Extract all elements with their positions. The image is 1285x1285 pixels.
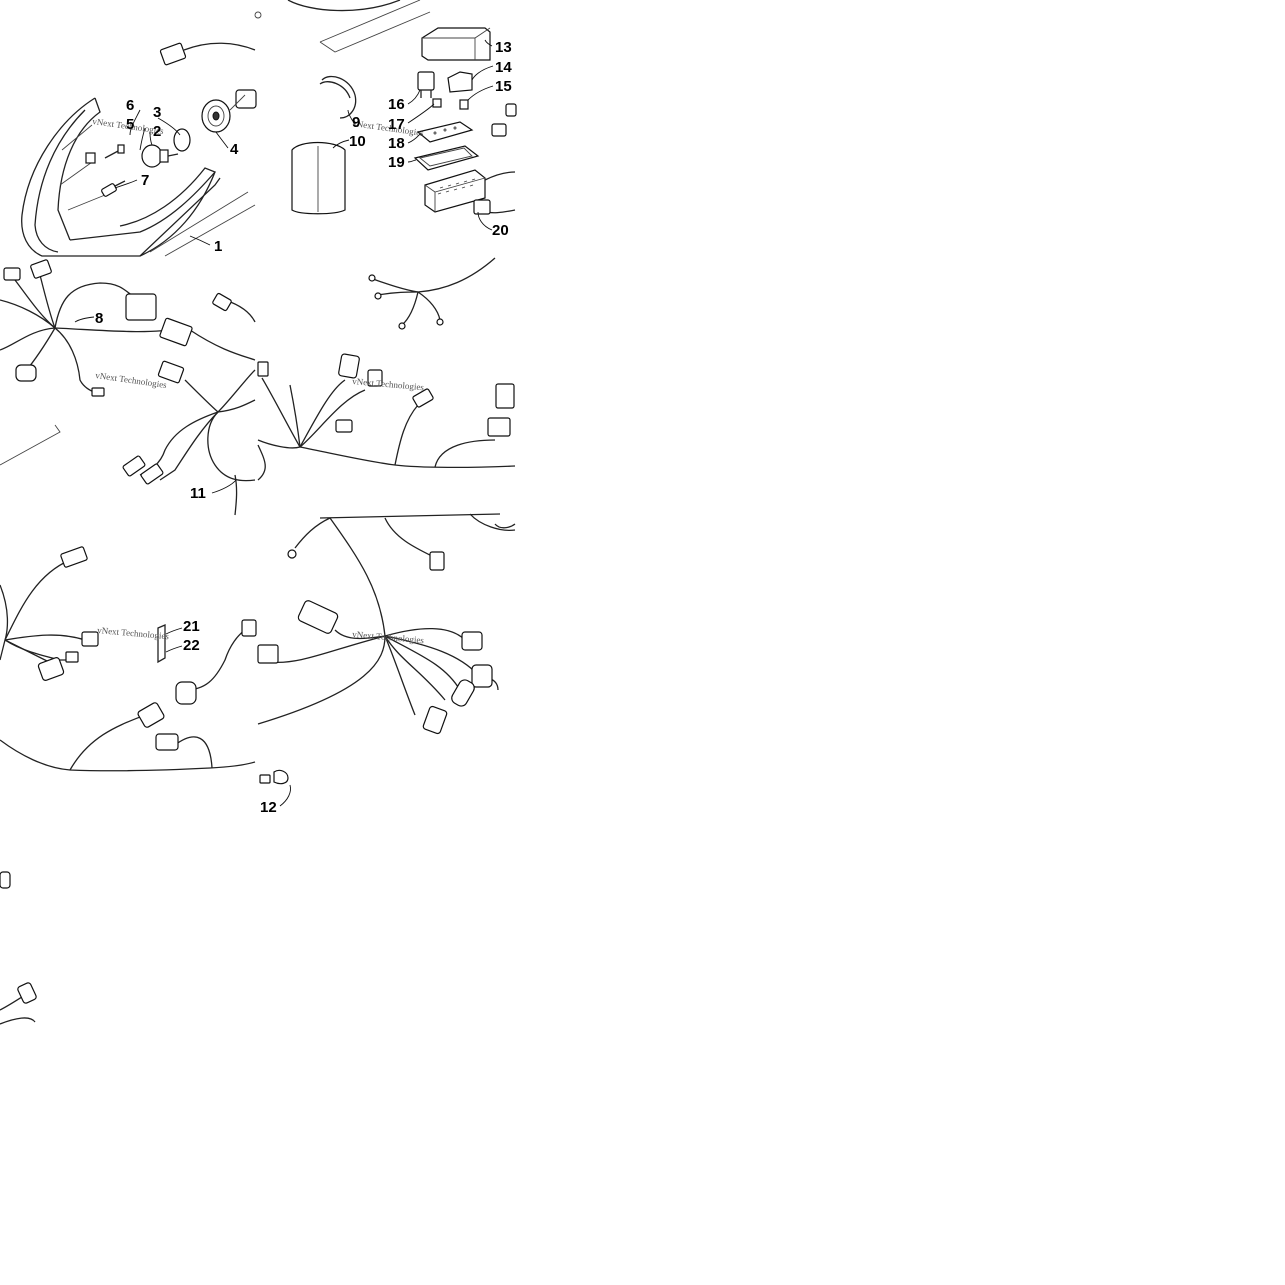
callout-8: 8 <box>95 310 103 327</box>
callout-13: 13 <box>495 39 512 56</box>
callout-21: 21 <box>183 618 200 635</box>
fuse-box-assembly: vNext Technologies <box>254 0 517 215</box>
headlight-assembly: vNext Technologies <box>21 42 257 257</box>
callout-17: 17 <box>388 116 405 133</box>
callout-1: 1 <box>214 238 222 255</box>
callout-10: 10 <box>349 133 366 150</box>
callouts-tile-3: 8 11 <box>74 310 237 502</box>
callout-7: 7 <box>141 172 149 189</box>
callout-9: 9 <box>352 114 360 131</box>
harness-right: vNext Technologies <box>257 257 516 481</box>
callout-3: 3 <box>153 104 161 121</box>
callout-6: 6 <box>126 97 134 114</box>
callouts-tile-1: 6 5 3 2 4 7 1 <box>114 97 239 255</box>
callout-18: 18 <box>388 135 405 152</box>
callout-15: 15 <box>495 78 512 95</box>
harness-lower-right: vNext Technologies 12 <box>257 513 516 816</box>
callout-14: 14 <box>495 59 512 76</box>
callout-11: 11 <box>190 485 206 502</box>
callouts-tile-2: 13 14 15 16 17 18 19 20 9 10 <box>332 39 512 239</box>
watermark-text: vNext Technologies <box>352 376 425 392</box>
callout-2: 2 <box>153 123 161 140</box>
harness-fragment-left <box>0 871 37 1025</box>
callout-22: 22 <box>183 637 200 654</box>
callout-16: 16 <box>388 96 405 113</box>
main-harness-front: vNext Technologies <box>0 259 256 516</box>
callout-12: 12 <box>260 799 277 816</box>
callout-20: 20 <box>492 222 509 239</box>
callout-4: 4 <box>230 141 239 158</box>
harness-lower-left: vNext Technologies <box>0 546 257 772</box>
callout-19: 19 <box>388 154 405 171</box>
watermark-text: vNext Technologies <box>95 370 168 390</box>
callout-5: 5 <box>126 116 134 133</box>
callouts-tile-5: 21 22 <box>165 618 200 654</box>
